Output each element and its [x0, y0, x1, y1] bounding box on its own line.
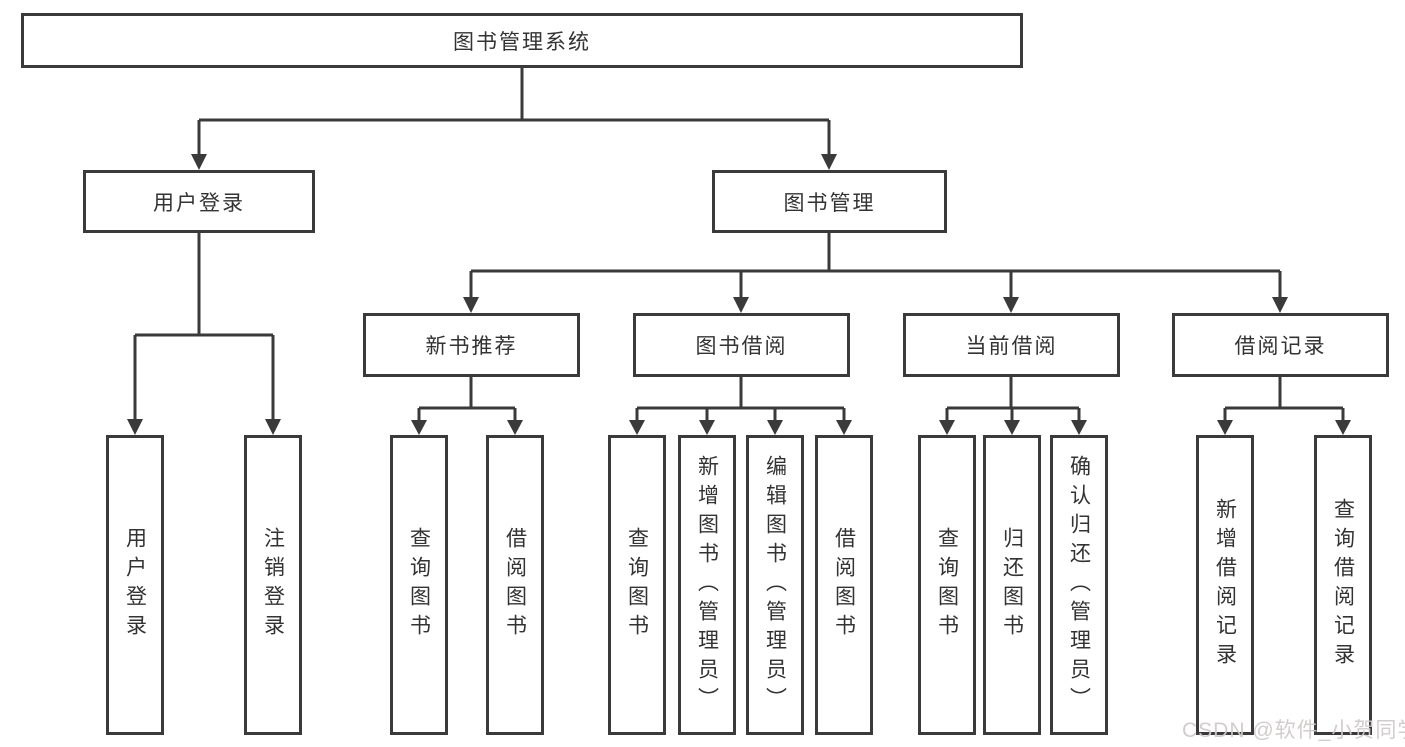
leaf-user-login: 用户登录	[106, 435, 164, 735]
leaf-current-query-books: 查询图书	[918, 435, 976, 735]
node-new-book-recommend: 新书推荐	[363, 313, 580, 377]
node-root-system: 图书管理系统	[21, 13, 1023, 68]
leaf-records-add-record: 新增借阅记录	[1196, 435, 1254, 735]
node-book-management-module: 图书管理	[712, 170, 947, 233]
leaf-borrowing-add-books-admin: 新增图书（管理员）	[678, 435, 736, 735]
connector-new-books-to-leaves	[411, 377, 523, 435]
connector-current-borrow-to-leaves	[939, 377, 1087, 435]
connector-book-mgmt-to-sections	[463, 233, 1288, 313]
leaf-newbooks-borrow-books: 借阅图书	[486, 435, 544, 735]
node-current-borrowing: 当前借阅	[903, 313, 1120, 377]
leaf-records-query-record-label: 查询借阅记录	[1331, 498, 1355, 672]
leaf-current-query-books-label: 查询图书	[935, 527, 959, 643]
leaf-borrowing-query-books-label: 查询图书	[625, 527, 649, 643]
node-borrowing-records-label: 借阅记录	[1234, 335, 1327, 358]
node-new-book-recommend-label: 新书推荐	[425, 335, 518, 358]
connector-book-borrow-to-leaves	[629, 377, 852, 435]
connector-borrow-records-to-leaves	[1217, 377, 1351, 435]
node-borrowing-records: 借阅记录	[1172, 313, 1389, 377]
leaf-borrowing-add-books-admin-label: 新增图书（管理员）	[695, 454, 719, 716]
csdn-watermark: CSDN @软件_小贺同学	[1182, 719, 1405, 742]
leaf-borrowing-edit-books-admin-label: 编辑图书（管理员）	[763, 454, 787, 716]
node-root-system-label: 图书管理系统	[453, 30, 591, 54]
node-current-borrowing-label: 当前借阅	[965, 335, 1058, 358]
leaf-borrowing-borrow-books-label: 借阅图书	[832, 527, 856, 643]
leaf-current-confirm-return-admin-label: 确认归还（管理员）	[1067, 454, 1091, 716]
connector-user-login-to-leaves	[127, 233, 281, 435]
leaf-newbooks-query-books: 查询图书	[390, 435, 448, 735]
leaf-logout-label: 注销登录	[261, 527, 285, 643]
leaf-borrowing-borrow-books: 借阅图书	[815, 435, 873, 735]
leaf-newbooks-borrow-books-label: 借阅图书	[503, 527, 527, 643]
connector-root-to-modules	[191, 68, 837, 170]
leaf-newbooks-query-books-label: 查询图书	[407, 527, 431, 643]
leaf-logout: 注销登录	[244, 435, 302, 735]
leaf-records-add-record-label: 新增借阅记录	[1213, 498, 1237, 672]
leaf-current-return-books-label: 归还图书	[1000, 527, 1024, 643]
node-book-management-module-label: 图书管理	[783, 191, 876, 215]
node-book-borrowing-label: 图书借阅	[695, 335, 788, 358]
leaf-records-query-record: 查询借阅记录	[1314, 435, 1372, 735]
leaf-borrowing-query-books: 查询图书	[608, 435, 666, 735]
node-user-login-module-label: 用户登录	[153, 191, 245, 215]
leaf-user-login-label: 用户登录	[123, 527, 147, 643]
leaf-borrowing-edit-books-admin: 编辑图书（管理员）	[746, 435, 804, 735]
leaf-current-confirm-return-admin: 确认归还（管理员）	[1050, 435, 1108, 735]
leaf-current-return-books: 归还图书	[983, 435, 1041, 735]
node-book-borrowing: 图书借阅	[633, 313, 850, 377]
node-user-login-module: 用户登录	[83, 170, 315, 233]
